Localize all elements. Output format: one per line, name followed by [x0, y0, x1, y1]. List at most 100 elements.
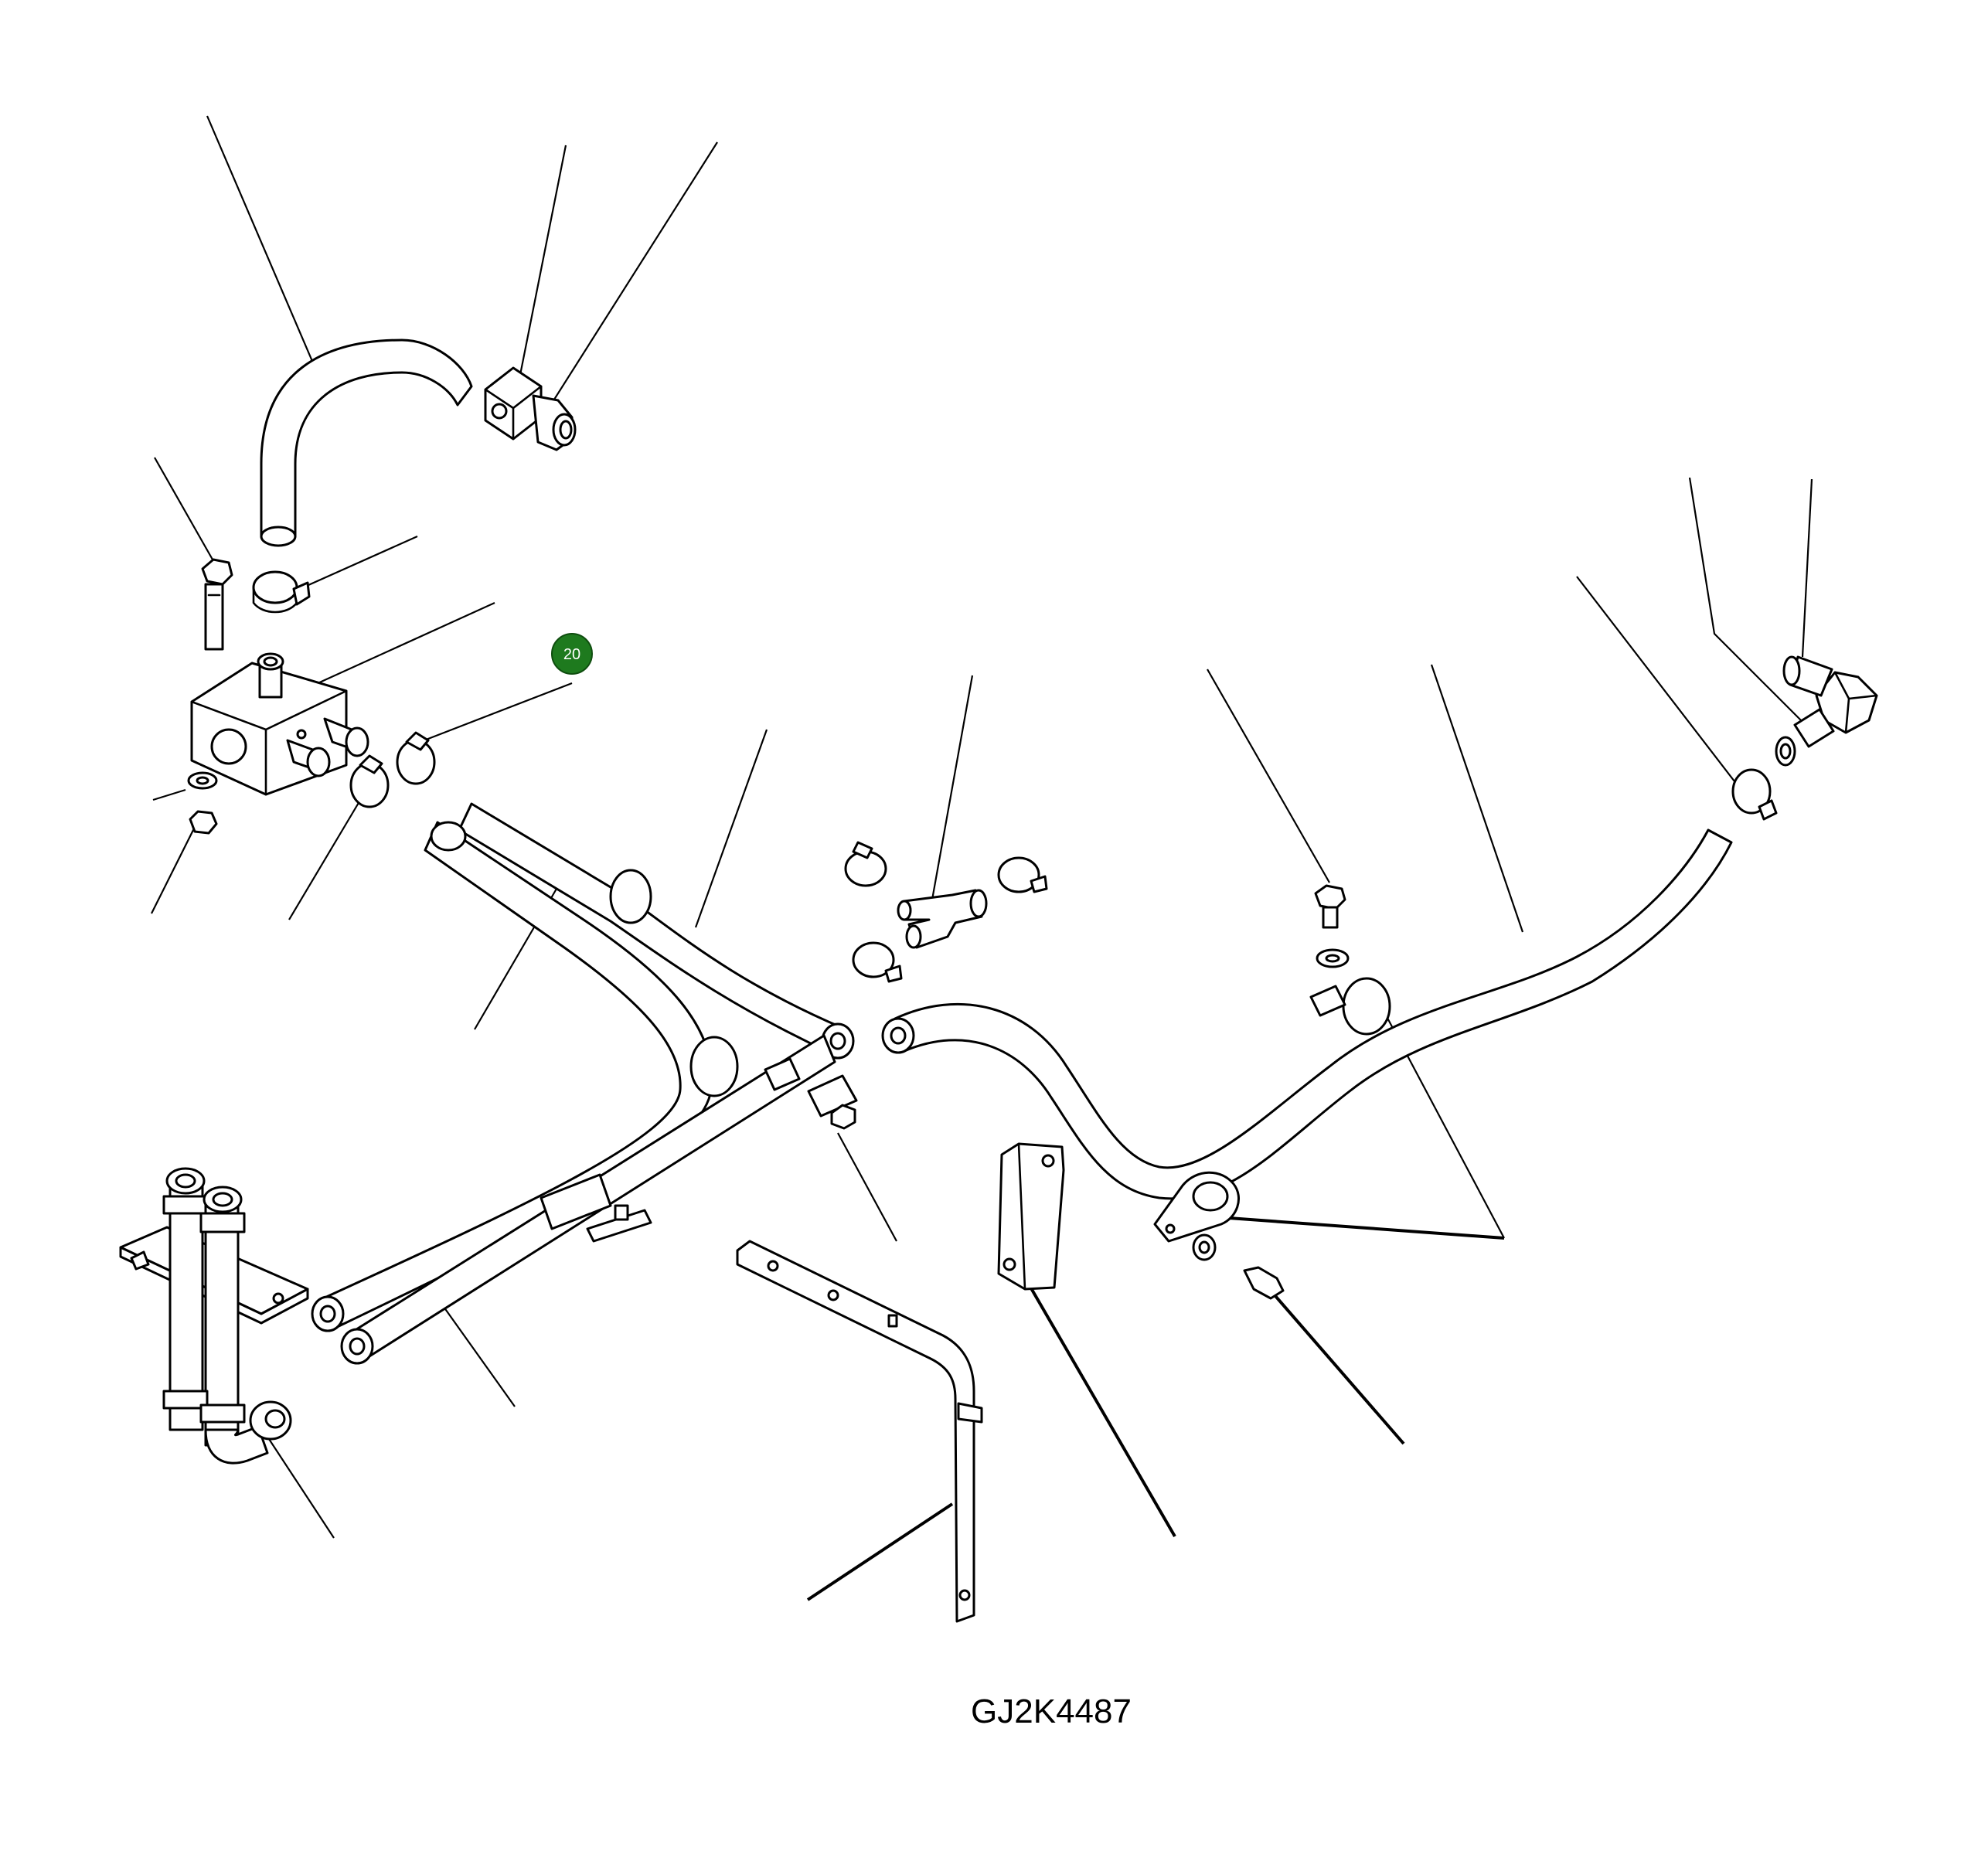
leader-line — [806, 1502, 954, 1601]
leader-line — [1207, 669, 1330, 883]
bracket-hole — [958, 1589, 971, 1601]
leader-lines — [151, 115, 1817, 1601]
washer-hole — [196, 776, 209, 785]
clamp-tab — [884, 965, 903, 983]
clamp-tab — [405, 731, 430, 751]
bracket-hole — [1003, 1257, 1016, 1271]
hose-bore — [319, 1305, 336, 1323]
nut — [189, 810, 218, 835]
leader-line — [1688, 477, 1817, 737]
pipe-nut — [199, 1403, 246, 1424]
leader-line — [1026, 1281, 1176, 1538]
hose-sleeve — [609, 869, 652, 924]
hose-sleeve — [689, 1036, 739, 1097]
figure-id-label: GJ2K4487 — [971, 1693, 1132, 1730]
plate-hole — [272, 1292, 284, 1305]
l-bracket — [736, 1240, 975, 1623]
bracket-hole — [767, 1260, 779, 1272]
leader-line — [837, 1132, 897, 1242]
bolt-shank — [204, 583, 224, 651]
hose-sleeve — [1342, 977, 1391, 1036]
tee-body — [903, 889, 983, 949]
fitting-nut — [1793, 708, 1835, 748]
block-port — [210, 728, 247, 765]
nipple-side-end — [306, 747, 331, 777]
leader-line — [307, 601, 495, 689]
bracket-stud — [957, 1402, 983, 1424]
hose-clamp — [1731, 768, 1772, 815]
leader-line — [154, 457, 213, 560]
hose-bore — [890, 1026, 907, 1045]
angle-bracket — [997, 1142, 1065, 1291]
callout-label: 20 — [563, 646, 580, 663]
leader-line — [1228, 1216, 1505, 1240]
p-clamp-hole — [1165, 1223, 1176, 1234]
hose-bore — [349, 1337, 366, 1356]
leader-line — [552, 141, 718, 403]
callout-bubble[interactable] — [551, 633, 593, 675]
hose-clip — [1309, 985, 1346, 1017]
bolt-head — [201, 558, 233, 586]
block-hole — [296, 729, 307, 740]
bracket-edge — [1017, 1142, 1026, 1291]
support-brackets — [736, 1142, 1285, 1623]
pipe-bore — [212, 1192, 233, 1207]
leader-line — [407, 682, 573, 748]
clamp-tab — [1030, 875, 1048, 893]
nipple-end — [1782, 655, 1801, 686]
fitting-port — [491, 403, 508, 420]
hose-clip — [764, 1057, 801, 1091]
clamp-tab — [292, 581, 311, 606]
y-hose-assembly — [311, 802, 858, 1365]
tee-end — [897, 900, 912, 921]
bracket-stud — [887, 1314, 898, 1328]
long-hose — [894, 828, 1733, 1200]
plate-slot — [130, 1250, 150, 1271]
bracket-hole — [1041, 1154, 1055, 1168]
pipe-nut — [162, 1195, 209, 1215]
hose-clip — [540, 1173, 612, 1230]
leader-line — [931, 675, 974, 900]
bolt — [1243, 1266, 1285, 1300]
leader-line — [1576, 576, 1743, 792]
leader-line — [516, 145, 567, 387]
leader-line — [152, 788, 186, 801]
leader-line — [1430, 664, 1524, 933]
elbow — [204, 1425, 269, 1465]
hose-clip — [807, 1074, 858, 1118]
block-edge — [190, 689, 348, 796]
clip-stud — [614, 1204, 629, 1221]
fitting-bore — [1779, 743, 1792, 760]
bolt-shank — [1322, 906, 1339, 929]
hose-end — [430, 821, 467, 852]
bracket-hole — [827, 1289, 839, 1301]
fitting-edge — [484, 385, 543, 441]
leader-line — [1269, 1289, 1405, 1445]
plate-edge — [119, 1246, 309, 1325]
clamp-tab — [1758, 799, 1778, 821]
leader-line — [694, 729, 768, 928]
fitting-edge — [1833, 671, 1878, 734]
tee-end — [969, 889, 988, 918]
leader-line — [1801, 478, 1813, 658]
hose-clamp — [852, 941, 895, 978]
valve-block-assembly — [187, 558, 436, 835]
nipple-top-bore — [263, 656, 278, 667]
elbow-bore — [264, 1409, 286, 1429]
clamp-tab — [852, 841, 873, 859]
tee-end — [905, 924, 922, 949]
pipe-bracket-assembly — [119, 1167, 309, 1465]
right-hose-assembly — [881, 655, 1878, 1200]
callout-20[interactable]: 20 — [551, 633, 593, 675]
clip-bolt — [830, 1104, 856, 1130]
leader-line — [268, 1438, 335, 1539]
washer-hole — [1325, 954, 1340, 963]
leader-line — [288, 797, 363, 920]
leader-line — [151, 820, 199, 914]
washer-hole — [1198, 1240, 1210, 1254]
hose-clamp — [997, 856, 1040, 893]
clamp-tab — [359, 754, 383, 774]
p-clamp-loop — [1192, 1181, 1229, 1212]
